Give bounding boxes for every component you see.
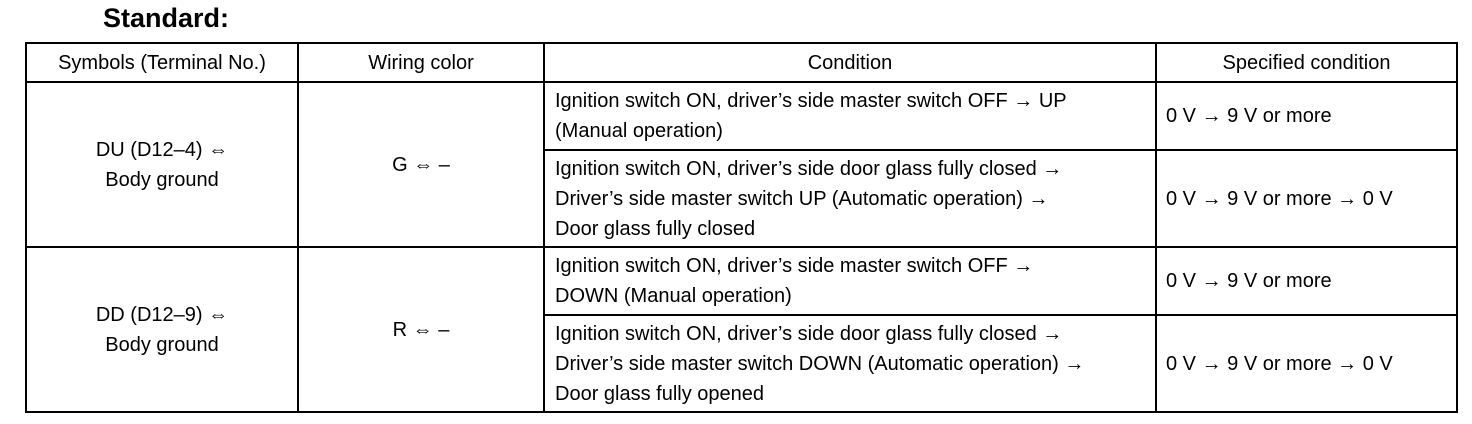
condition-line: (Manual operation) [555, 120, 723, 142]
table-row: DD (D12–9) ⇔ Body ground R ⇔ – Ignition … [25, 246, 1458, 413]
column-header-specified-condition: Specified condition [1155, 42, 1458, 83]
column-header-wiring-color: Wiring color [297, 42, 545, 83]
condition-line: Driver’s side master switch UP (Automati… [555, 187, 1049, 210]
symbol-ground: Body ground [105, 168, 219, 191]
symbol-terminal: DD (D12–9) ⇔ [95, 303, 229, 326]
condition-cell: Ignition switch ON, driver’s side door g… [543, 314, 1157, 413]
condition-line: Door glass fully opened [555, 382, 765, 405]
condition-cell: Ignition switch ON, driver’s side master… [543, 246, 1157, 316]
table-row: DU (D12–4) ⇔ Body ground G ⇔ – Ignition … [25, 81, 1458, 248]
condition-line: Ignition switch ON, driver’s side door g… [555, 157, 1063, 180]
condition-line: Driver’s side master switch DOWN (Automa… [555, 352, 1085, 375]
condition-line: Ignition switch ON, driver’s side door g… [555, 322, 1063, 345]
condition-line: Ignition switch ON, driver’s side master… [555, 255, 1034, 277]
symbol-terminal: DU (D12–4) ⇔ [95, 138, 229, 161]
specified-condition-cell: 0 V → 9 V or more → 0 V [1155, 314, 1458, 413]
column-header-condition: Condition [543, 42, 1157, 83]
condition-line: DOWN (Manual operation) [555, 285, 792, 307]
wiring-color-cell: R ⇔ – [297, 246, 545, 413]
condition-line: Door glass fully closed [555, 217, 756, 240]
symbol-cell: DD (D12–9) ⇔ Body ground [25, 246, 299, 413]
table-header-row: Symbols (Terminal No.) Wiring color Cond… [25, 42, 1458, 83]
page-title: Standard: [103, 3, 230, 33]
table-row: Ignition switch ON, driver’s side door g… [26, 149, 1458, 248]
symbol-cell: DU (D12–4) ⇔ Body ground [25, 81, 299, 248]
column-header-symbols: Symbols (Terminal No.) [25, 42, 299, 83]
symbol-ground: Body ground [105, 333, 219, 356]
condition-cell: Ignition switch ON, driver’s side door g… [543, 149, 1157, 248]
table-row: Ignition switch ON, driver’s side door g… [26, 314, 1458, 413]
specified-condition-cell: 0 V → 9 V or more [1155, 81, 1458, 151]
condition-cell: Ignition switch ON, driver’s side master… [543, 81, 1157, 151]
specified-condition-cell: 0 V → 9 V or more [1155, 246, 1458, 316]
specified-condition-cell: 0 V → 9 V or more → 0 V [1155, 149, 1458, 248]
wiring-color-cell: G ⇔ – [297, 81, 545, 248]
specification-table: Symbols (Terminal No.) Wiring color Cond… [25, 42, 1458, 413]
condition-line: Ignition switch ON, driver’s side master… [555, 90, 1067, 112]
